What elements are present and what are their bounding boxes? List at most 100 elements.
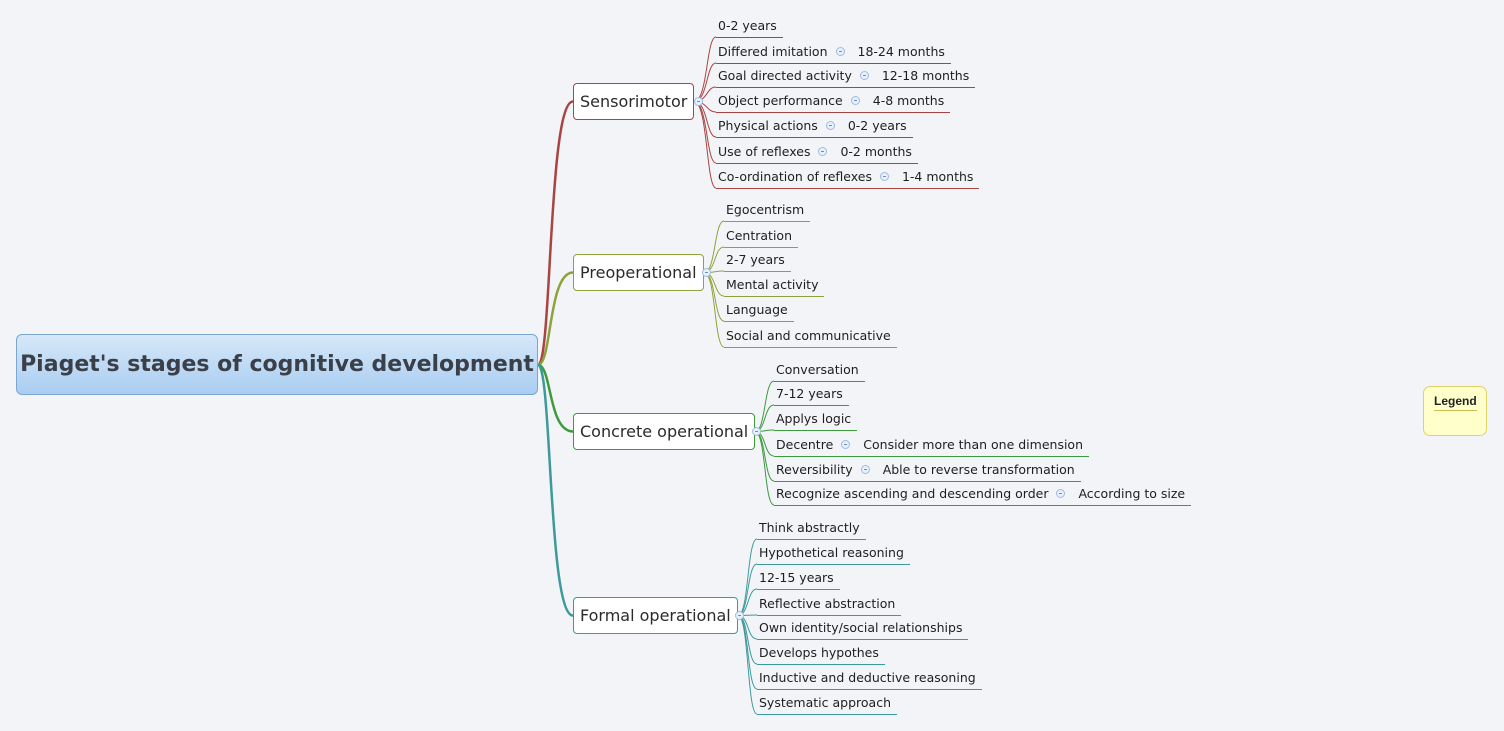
- subtopic-item[interactable]: Hypothetical reasoning: [757, 543, 910, 565]
- subtopic-item[interactable]: Conversation: [774, 360, 865, 382]
- subtopic-label: Reversibility: [776, 462, 853, 477]
- link-formal-item: [737, 563, 758, 616]
- collapse-icon[interactable]: [860, 465, 870, 474]
- subtopic-label: Own identity/social relationships: [759, 620, 963, 635]
- collapse-icon[interactable]: [850, 96, 860, 105]
- subtopic-item[interactable]: 2-7 years: [724, 250, 791, 272]
- subtopic-label: Object performance: [718, 93, 843, 108]
- subtopic-label: Language: [726, 302, 788, 317]
- subtopic-item[interactable]: Inductive and deductive reasoning: [757, 668, 982, 690]
- collapse-icon[interactable]: [879, 172, 889, 181]
- subtopic-label: 7-12 years: [776, 386, 843, 401]
- subtopic-label: Mental activity: [726, 277, 819, 292]
- link-formal-item: [737, 615, 758, 665]
- link-formal-item: [737, 615, 758, 715]
- subtopic-label: Reflective abstraction: [759, 596, 896, 611]
- link-concrete-item: [754, 431, 775, 482]
- subtopic-item[interactable]: Language: [724, 300, 794, 322]
- legend-box[interactable]: Legend: [1423, 386, 1487, 436]
- collapse-icon[interactable]: [818, 147, 828, 156]
- subtopic-item[interactable]: 7-12 years: [774, 384, 849, 406]
- link-central-to-preoperational: [536, 271, 575, 367]
- subtopic-label: Use of reflexes: [718, 144, 811, 159]
- subtopic-item[interactable]: Egocentrism: [724, 200, 810, 222]
- link-preoperational-item: [703, 272, 725, 322]
- subtopic-detail: 1-4 months: [901, 169, 974, 184]
- subtopic-detail: 4-8 months: [872, 93, 945, 108]
- subtopic-item[interactable]: Systematic approach: [757, 693, 897, 715]
- subtopic-label: 0-2 years: [718, 18, 777, 33]
- link-formal-item: [737, 538, 758, 616]
- subtopic-label: Inductive and deductive reasoning: [759, 670, 976, 685]
- link-concrete-item: [754, 431, 775, 506]
- collapse-icon[interactable]: [825, 121, 835, 130]
- link-concrete-item: [754, 380, 775, 432]
- subtopic-label: Recognize ascending and descending order: [776, 486, 1049, 501]
- link-sensorimotor-item: [693, 62, 717, 102]
- subtopic-label: Think abstractly: [759, 520, 860, 535]
- subtopic-item[interactable]: 12-15 years: [757, 568, 840, 590]
- link-sensorimotor-item: [693, 36, 717, 102]
- collapse-sensorimotor-icon[interactable]: [694, 97, 703, 106]
- subtopic-label: Hypothetical reasoning: [759, 545, 904, 560]
- subtopic-label: Social and communicative: [726, 328, 891, 343]
- subtopic-label: 12-15 years: [759, 570, 834, 585]
- subtopic-item[interactable]: Mental activity: [724, 275, 824, 297]
- subtopic-label: Decentre: [776, 437, 834, 452]
- topic-formal-operational[interactable]: Formal operational: [573, 597, 738, 634]
- subtopic-label: Develops hypothes: [759, 645, 879, 660]
- subtopic-detail: Consider more than one dimension: [863, 437, 1084, 452]
- collapse-icon[interactable]: [841, 440, 851, 449]
- legend-title: Legend: [1434, 394, 1477, 411]
- subtopic-item[interactable]: Co-ordination of reflexes 1-4 months: [716, 167, 979, 189]
- collapse-concrete-icon[interactable]: [752, 427, 761, 436]
- subtopic-label: Centration: [726, 228, 792, 243]
- link-central-to-sensorimotor: [536, 100, 575, 367]
- link-central-to-concrete: [536, 363, 575, 433]
- link-central-to-formal: [536, 363, 575, 617]
- subtopic-item[interactable]: Own identity/social relationships: [757, 618, 968, 640]
- subtopic-item[interactable]: Physical actions 0-2 years: [716, 116, 913, 138]
- link-preoperational-item: [703, 272, 725, 348]
- subtopic-label: Systematic approach: [759, 695, 891, 710]
- subtopic-item[interactable]: Recognize ascending and descending order…: [774, 484, 1191, 506]
- collapse-icon[interactable]: [859, 71, 869, 80]
- topic-preoperational[interactable]: Preoperational: [573, 254, 704, 291]
- subtopic-label: Co-ordination of reflexes: [718, 169, 872, 184]
- subtopic-label: Physical actions: [718, 118, 818, 133]
- subtopic-detail: 18-24 months: [857, 44, 945, 59]
- subtopic-item[interactable]: Reversibility Able to reverse transformat…: [774, 460, 1081, 482]
- subtopic-label: Applys logic: [776, 411, 852, 426]
- collapse-icon[interactable]: [835, 47, 845, 56]
- subtopic-item[interactable]: 0-2 years: [716, 16, 783, 38]
- subtopic-label: Goal directed activity: [718, 68, 852, 83]
- collapse-formal-icon[interactable]: [735, 611, 744, 620]
- link-sensorimotor-item: [693, 101, 717, 138]
- subtopic-item[interactable]: Applys logic: [774, 409, 857, 431]
- subtopic-item[interactable]: Centration: [724, 226, 798, 248]
- subtopic-item[interactable]: Differed imitation 18-24 months: [716, 42, 951, 64]
- subtopic-item[interactable]: Reflective abstraction: [757, 594, 901, 616]
- topic-sensorimotor[interactable]: Sensorimotor: [573, 83, 695, 120]
- subtopic-item[interactable]: Social and communicative: [724, 326, 897, 348]
- subtopic-item[interactable]: Object performance 4-8 months: [716, 91, 950, 113]
- subtopic-item[interactable]: Decentre Consider more than one dimension: [774, 435, 1089, 457]
- collapse-preoperational-icon[interactable]: [702, 268, 711, 277]
- subtopic-detail: According to size: [1078, 486, 1186, 501]
- link-sensorimotor-item: [693, 101, 717, 189]
- subtopic-label: Differed imitation: [718, 44, 828, 59]
- subtopic-label: Egocentrism: [726, 202, 805, 217]
- collapse-icon[interactable]: [1056, 489, 1066, 498]
- subtopic-item[interactable]: Think abstractly: [757, 518, 866, 540]
- link-sensorimotor-item: [693, 101, 717, 164]
- subtopic-label: 2-7 years: [726, 252, 785, 267]
- central-topic[interactable]: Piaget's stages of cognitive development: [16, 334, 538, 395]
- topic-concrete-operational[interactable]: Concrete operational: [573, 413, 756, 450]
- link-preoperational-item: [703, 220, 725, 273]
- subtopic-detail: 0-2 years: [847, 118, 907, 133]
- subtopic-item[interactable]: Develops hypothes: [757, 643, 885, 665]
- subtopic-detail: Able to reverse transformation: [882, 462, 1075, 477]
- link-formal-item: [737, 615, 758, 690]
